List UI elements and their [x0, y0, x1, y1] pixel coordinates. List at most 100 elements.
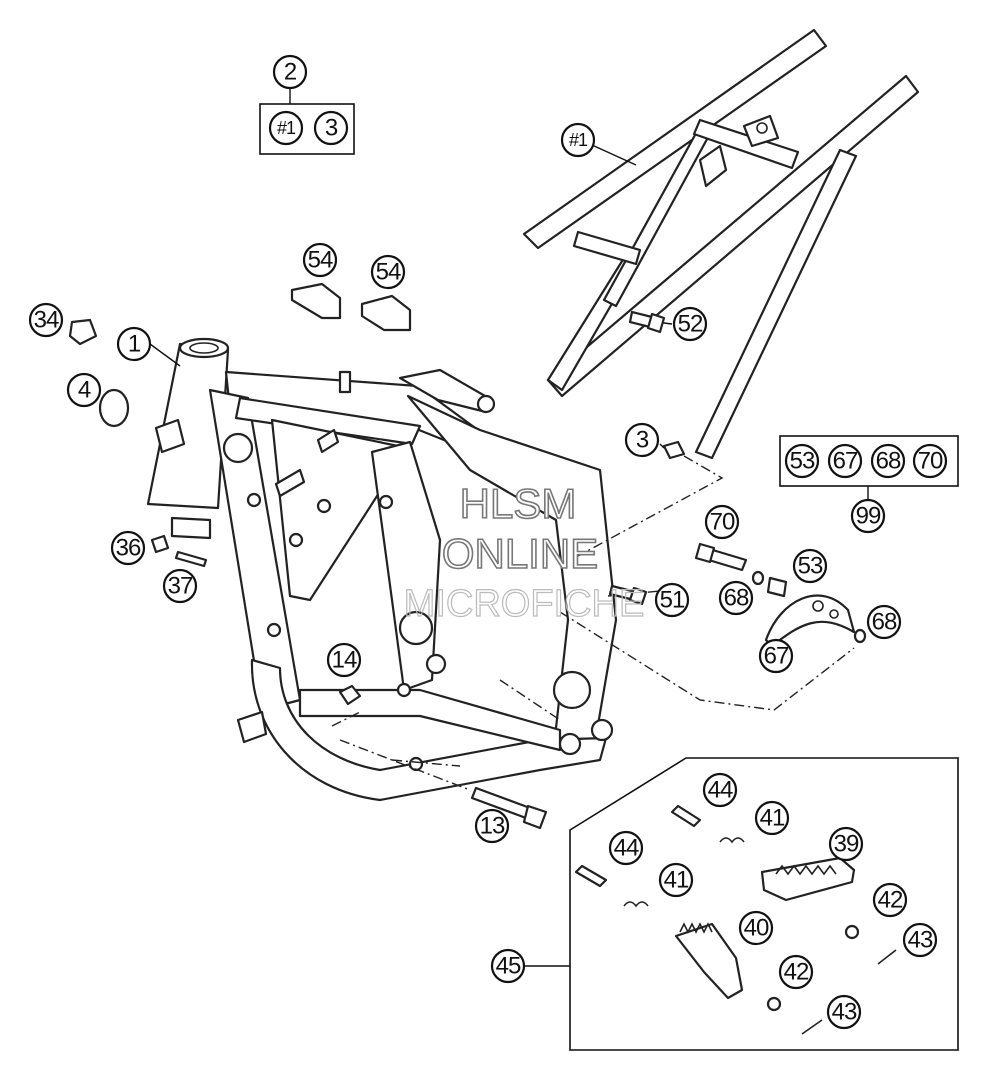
callout-3[interactable]: 3 [624, 422, 660, 458]
svg-text:44: 44 [708, 777, 733, 804]
callout-42-b[interactable]: 42 [778, 954, 814, 990]
svg-text:70: 70 [710, 509, 735, 536]
callout-44-a[interactable]: 44 [702, 772, 738, 808]
svg-text:2: 2 [284, 59, 297, 86]
svg-text:40: 40 [744, 915, 769, 942]
sidestand-67 [764, 594, 856, 648]
callout-box-68[interactable]: 68 [870, 443, 906, 479]
callout-4[interactable]: 4 [66, 372, 102, 408]
callout-70[interactable]: 70 [704, 504, 740, 540]
callout-45[interactable]: 45 [490, 948, 526, 984]
svg-text:42: 42 [878, 887, 903, 914]
svg-text:43: 43 [832, 999, 857, 1026]
svg-text:1: 1 [128, 331, 141, 358]
nut-3 [662, 440, 686, 460]
watermark-line-1: HLSM [460, 480, 577, 527]
callout-37[interactable]: 37 [162, 568, 198, 604]
bolt-13 [470, 786, 548, 830]
svg-text:34: 34 [34, 307, 59, 334]
callout-67[interactable]: 67 [758, 638, 794, 674]
callout-52[interactable]: 52 [672, 306, 708, 342]
svg-text:42: 42 [784, 959, 809, 986]
pin-44-b [574, 864, 608, 888]
svg-text:68: 68 [724, 585, 749, 612]
callout-43-b[interactable]: 43 [826, 994, 862, 1030]
washer-68-b [853, 628, 867, 644]
cotter-pin-43-a [877, 949, 897, 965]
svg-text:41: 41 [760, 805, 785, 832]
bolt-70 [694, 542, 748, 572]
cotter-pin-43-b [801, 1019, 823, 1035]
svg-text:67: 67 [833, 448, 858, 475]
svg-text:41: 41 [664, 867, 689, 894]
callout-68-b[interactable]: 68 [866, 604, 902, 640]
watermark-line-3: MICROFICHE [404, 583, 645, 625]
bushing-53 [766, 576, 788, 598]
callout-box-67[interactable]: 67 [827, 443, 863, 479]
nut-36 [150, 534, 170, 554]
callout-13[interactable]: 13 [474, 808, 510, 844]
main-frame [146, 337, 618, 802]
spring-41-a [719, 837, 745, 844]
washer-42-a [844, 924, 860, 940]
spring-41-b [623, 901, 649, 908]
callout-1[interactable]: 1 [116, 326, 152, 362]
svg-text:37: 37 [168, 573, 193, 600]
bolt-52 [628, 310, 666, 334]
callout-42-a[interactable]: 42 [872, 882, 908, 918]
svg-text:43: 43 [908, 927, 933, 954]
svg-text:13: 13 [480, 813, 505, 840]
pad-54-b [360, 294, 412, 332]
pad-54-a [290, 282, 342, 320]
callout-box-70[interactable]: 70 [912, 443, 948, 479]
svg-text:70: 70 [918, 448, 943, 475]
callout-68-a[interactable]: 68 [718, 580, 754, 616]
svg-text:#1: #1 [277, 118, 296, 138]
callout-sub-1[interactable]: #1 [268, 110, 304, 146]
plug-4 [98, 388, 130, 428]
callout-43-a[interactable]: 43 [902, 922, 938, 958]
svg-text:99: 99 [856, 503, 881, 530]
footpeg-39 [760, 856, 856, 902]
callout-53[interactable]: 53 [792, 548, 828, 584]
callout-39[interactable]: 39 [828, 826, 864, 862]
svg-text:#1: #1 [569, 130, 588, 150]
callout-34[interactable]: 34 [28, 302, 64, 338]
footpeg-group-box [569, 757, 959, 1051]
svg-text:54: 54 [308, 247, 333, 274]
svg-text:4: 4 [78, 377, 91, 404]
bolt-51 [608, 584, 648, 606]
callout-3-in-box[interactable]: 3 [313, 110, 349, 146]
nut-14 [338, 684, 362, 706]
svg-text:44: 44 [614, 835, 639, 862]
callout-41-b[interactable]: 41 [658, 862, 694, 898]
callout-51[interactable]: 51 [654, 582, 690, 618]
callout-box-53[interactable]: 53 [784, 443, 820, 479]
svg-text:53: 53 [790, 448, 815, 475]
callout-54-b[interactable]: 54 [370, 254, 406, 290]
callout-subframe-1[interactable]: #1 [560, 122, 596, 158]
callout-44-b[interactable]: 44 [608, 830, 644, 866]
svg-text:53: 53 [798, 553, 823, 580]
svg-text:45: 45 [496, 953, 521, 980]
pin-44-a [670, 804, 702, 828]
svg-text:54: 54 [376, 259, 401, 286]
svg-text:68: 68 [872, 609, 897, 636]
svg-text:14: 14 [332, 647, 357, 674]
callout-54-a[interactable]: 54 [302, 242, 338, 278]
washer-42-b [766, 996, 782, 1012]
nut-34 [68, 318, 98, 346]
svg-text:39: 39 [834, 831, 859, 858]
svg-text:67: 67 [764, 643, 789, 670]
callout-40[interactable]: 40 [738, 910, 774, 946]
watermark-line-2: ONLINE [442, 530, 598, 577]
callout-36[interactable]: 36 [110, 530, 146, 566]
footpeg-40 [674, 922, 744, 1000]
callout-2[interactable]: 2 [272, 54, 308, 90]
callout-14[interactable]: 14 [326, 642, 362, 678]
callout-41-a[interactable]: 41 [754, 800, 790, 836]
callout-99[interactable]: 99 [850, 498, 886, 534]
washer-68 [751, 570, 765, 586]
svg-text:36: 36 [116, 535, 141, 562]
